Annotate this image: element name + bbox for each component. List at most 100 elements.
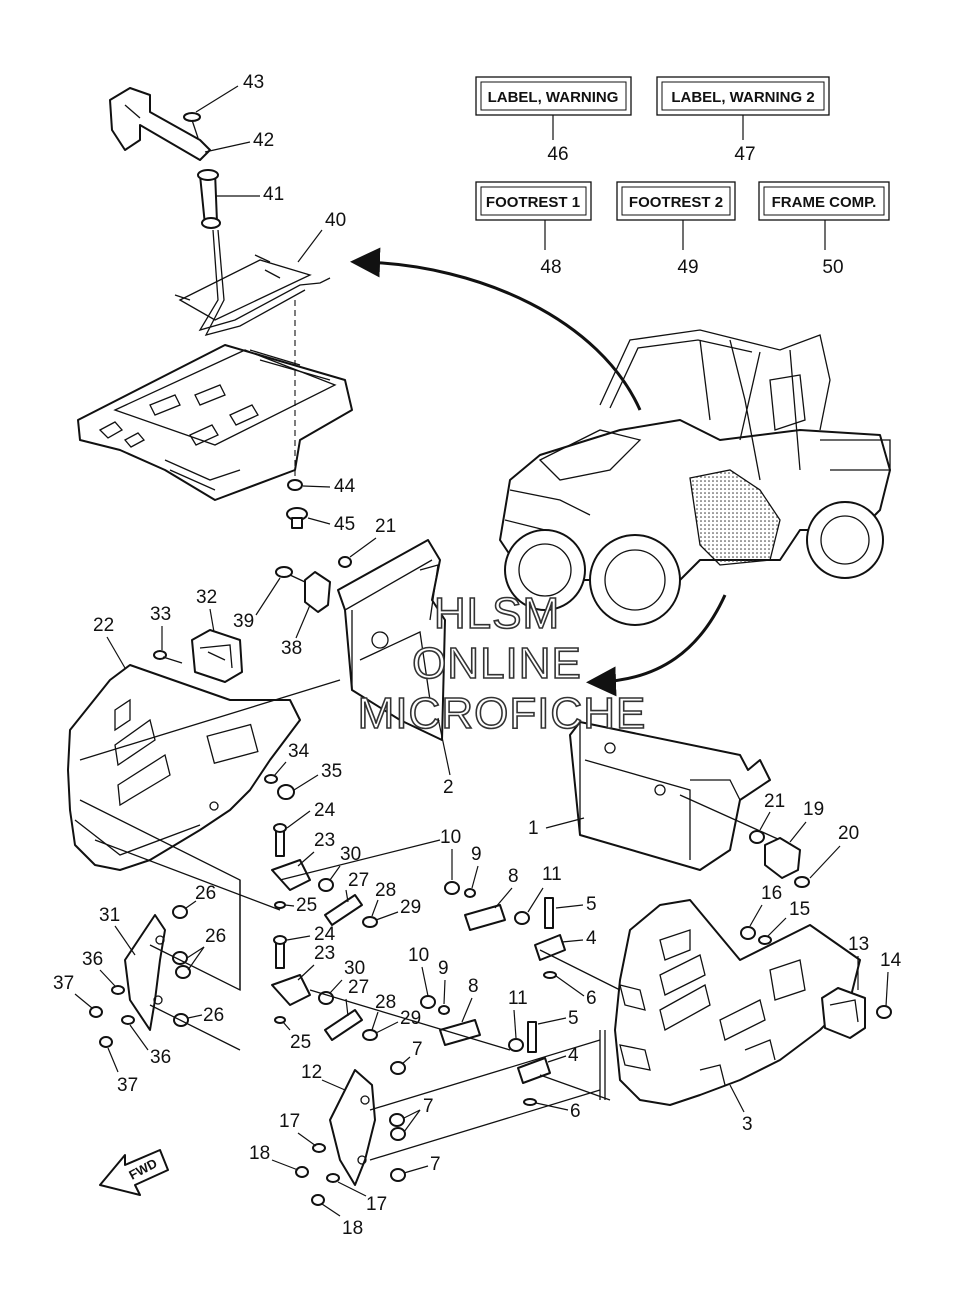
callout-6-upper: 6: [586, 988, 597, 1009]
label-box-50: FRAME COMP. 50: [758, 181, 890, 278]
callout-49: 49: [677, 257, 698, 278]
callout-30-lower: 30: [344, 958, 365, 979]
fastener-15-16: [740, 926, 772, 945]
callout-16: 16: [761, 883, 782, 904]
callout-27-lower: 27: [348, 977, 369, 998]
callout-29-lower: 29: [400, 1008, 421, 1029]
grab-bracket-32: [153, 629, 243, 683]
callout-30-upper: 30: [340, 844, 361, 865]
callout-8-lower: 8: [468, 976, 479, 997]
callout-23-lower: 23: [314, 943, 335, 964]
bracket-19-21: [749, 830, 810, 888]
callout-25-upper: 25: [296, 895, 317, 916]
callout-24-lower: 24: [314, 924, 336, 945]
callout-17-lower: 17: [366, 1194, 387, 1215]
footrest-1-text: FOOTREST 1: [486, 194, 580, 211]
callout-7-b: 7: [423, 1096, 434, 1117]
label-warning-2-text: LABEL, WARNING 2: [671, 89, 814, 106]
footrest-2-text: FOOTREST 2: [629, 194, 723, 211]
callout-26-b: 26: [205, 926, 226, 947]
callout-3: 3: [742, 1114, 753, 1135]
side-panel-3: [614, 899, 861, 1106]
strap-upper: [444, 881, 566, 979]
lower-guide-lines: [369, 1039, 601, 1161]
callout-39: 39: [233, 611, 254, 632]
callout-31: 31: [99, 905, 120, 926]
fastener-34-35: [264, 774, 295, 800]
side-panel-1: [569, 721, 781, 871]
callout-14: 14: [880, 950, 902, 971]
callout-48: 48: [540, 257, 561, 278]
callout-19: 19: [803, 799, 824, 820]
label-warning-text: LABEL, WARNING: [488, 89, 619, 106]
callout-43: 43: [243, 72, 264, 93]
callout-18-lower: 18: [342, 1218, 363, 1239]
callout-4-upper: 4: [586, 928, 597, 949]
callout-40: 40: [325, 210, 346, 231]
label-box-47: LABEL, WARNING 2 47: [656, 76, 830, 165]
label-box-49: FOOTREST 2 49: [616, 181, 736, 278]
callout-26-c: 26: [203, 1005, 224, 1026]
panel-edge-lines: [599, 1030, 606, 1100]
callout-44: 44: [334, 476, 356, 497]
bracket-13-14: [821, 987, 892, 1039]
label-box-46: LABEL, WARNING 46: [475, 76, 632, 165]
callout-1: 1: [528, 818, 539, 839]
callout-32: 32: [196, 587, 217, 608]
callout-4-lower: 4: [568, 1045, 579, 1066]
fasteners-26: [172, 905, 191, 1027]
callout-2: 2: [443, 777, 454, 798]
arrow-to-floor: [350, 247, 642, 411]
callout-7-c: 7: [430, 1154, 441, 1175]
callout-47: 47: [734, 144, 755, 165]
callout-22: 22: [93, 615, 114, 636]
callout-21-upper: 21: [375, 516, 396, 537]
callout-18-upper: 18: [249, 1143, 270, 1164]
callout-50: 50: [822, 257, 843, 278]
callout-35: 35: [321, 761, 342, 782]
callout-11-upper: 11: [542, 864, 562, 885]
frame-comp-text: FRAME COMP.: [772, 194, 877, 211]
callout-28-upper: 28: [375, 880, 396, 901]
callout-20: 20: [838, 823, 859, 844]
label-box-48: FOOTREST 1 48: [475, 181, 592, 278]
callout-25-lower: 25: [290, 1032, 311, 1053]
callout-17-upper: 17: [279, 1111, 300, 1132]
callout-9-upper: 9: [471, 844, 482, 865]
hinge-upper: [271, 823, 378, 928]
callout-24-upper: 24: [314, 800, 336, 821]
callout-11-lower: 11: [508, 988, 528, 1009]
callout-27-upper: 27: [348, 870, 369, 891]
fasteners-7: [389, 1061, 406, 1182]
utv-vehicle: [499, 329, 891, 626]
callout-45: 45: [334, 514, 355, 535]
hinge-plate-31: [89, 914, 166, 1048]
callout-8-upper: 8: [508, 866, 519, 887]
callout-7-a: 7: [412, 1039, 423, 1060]
strap-guide-lines: [279, 839, 621, 1101]
callout-21-right: 21: [764, 791, 785, 812]
fwd-arrow-icon: FWD: [99, 1149, 169, 1196]
callout-26-a: 26: [195, 883, 216, 904]
callout-13: 13: [848, 934, 869, 955]
callout-6-lower: 6: [570, 1101, 581, 1122]
watermark: HLSM ONLINE MICROFICHE: [357, 588, 647, 739]
side-panel-left: [67, 664, 301, 871]
watermark-line-1: HLSM: [434, 589, 560, 638]
callout-33: 33: [150, 604, 171, 625]
watermark-line-2: ONLINE: [412, 639, 582, 688]
callout-36-lower: 36: [150, 1047, 171, 1068]
callout-46: 46: [547, 144, 568, 165]
callouts: 43 42 41 40 44 45 21 32 33 39 38 22 34 3…: [53, 72, 902, 1239]
callout-34: 34: [288, 741, 310, 762]
watermark-line-3: MICROFICHE: [358, 689, 647, 738]
callout-9-lower: 9: [438, 958, 449, 979]
callout-37-lower: 37: [117, 1075, 138, 1096]
callout-41: 41: [263, 184, 284, 205]
strap-lower: [420, 995, 551, 1106]
callout-15: 15: [789, 899, 810, 920]
callout-23-upper: 23: [314, 830, 335, 851]
callout-5-lower: 5: [568, 1008, 579, 1029]
grab-handle-assembly: [109, 87, 331, 337]
